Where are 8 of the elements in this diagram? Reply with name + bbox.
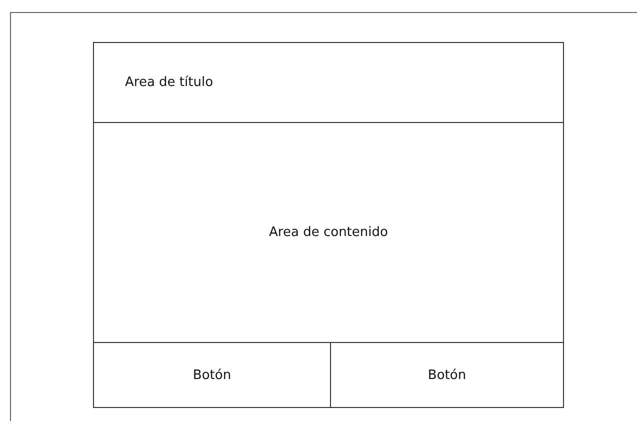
button-area — [93, 342, 331, 408]
title-text: Area de título — [125, 75, 214, 90]
button-label: Botón — [192, 368, 232, 382]
title-area — [93, 42, 564, 123]
button-area — [330, 342, 564, 408]
content-text: Area de contenido — [269, 225, 388, 240]
button-label: Botón — [428, 368, 466, 382]
content-area — [93, 122, 564, 343]
